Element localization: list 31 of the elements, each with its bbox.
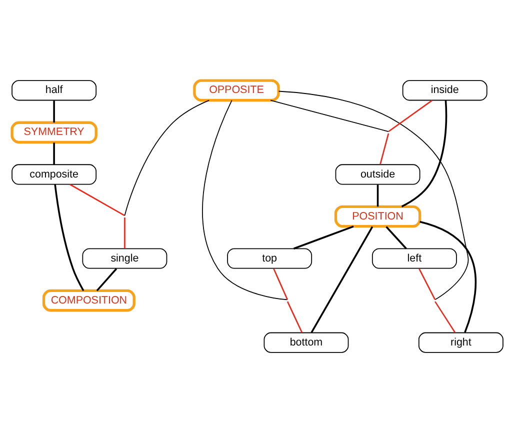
connector [401,100,448,207]
node-box: top [227,248,312,268]
connector [418,268,456,332]
connector [386,226,407,249]
connector [53,100,55,122]
connector [54,184,84,291]
connector [270,99,389,132]
node-box: bottom [264,332,349,352]
node-box: inside [402,80,488,100]
connector [96,268,118,291]
node-box: COMPOSITION [42,288,136,312]
connector [202,99,288,300]
node-box: single [82,248,168,268]
connector [293,225,354,249]
node-box: composite [12,164,97,184]
node-box: half [12,80,97,100]
node-box: SYMMETRY [10,120,98,144]
connector [53,142,55,164]
connector [310,226,374,333]
connector [278,90,469,300]
node-box: outside [335,164,420,184]
connector [420,220,477,332]
connector [70,183,126,248]
connector [273,268,303,332]
node-box: POSITION [334,204,422,228]
node-box: left [372,248,457,268]
connector [380,99,432,164]
node-box: OPPOSITE [193,78,280,102]
connector [376,184,379,206]
connector [124,99,210,216]
node-box: right [418,332,504,352]
